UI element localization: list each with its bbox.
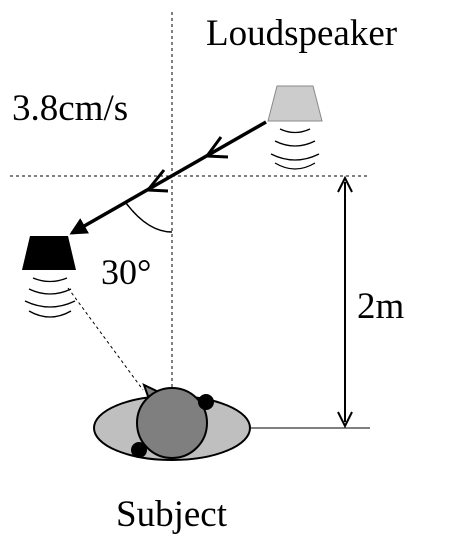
motion-chevron-upper-icon [204, 136, 229, 159]
subject-right-ear-icon [198, 394, 214, 410]
speaker-to-subject-dashed-line [67, 287, 144, 391]
motion-chevron-lower-icon [144, 169, 169, 193]
motion-arrow [69, 120, 267, 235]
angle-label: 30° [101, 252, 151, 292]
end-loudspeaker-sound-waves-icon [24, 277, 76, 318]
start-loudspeaker-icon [267, 85, 323, 122]
distance-label: 2m [357, 286, 405, 327]
distance-double-arrow [337, 175, 353, 429]
subject-label: Subject [116, 494, 228, 535]
end-loudspeaker-icon [22, 236, 76, 270]
speed-label: 3.8cm/s [12, 88, 128, 129]
subject-left-ear-icon [131, 442, 147, 458]
start-loudspeaker-sound-waves-icon [270, 128, 320, 170]
subject-head [136, 387, 208, 459]
loudspeaker-label: Loudspeaker [206, 13, 397, 54]
angle-arc [125, 202, 173, 233]
